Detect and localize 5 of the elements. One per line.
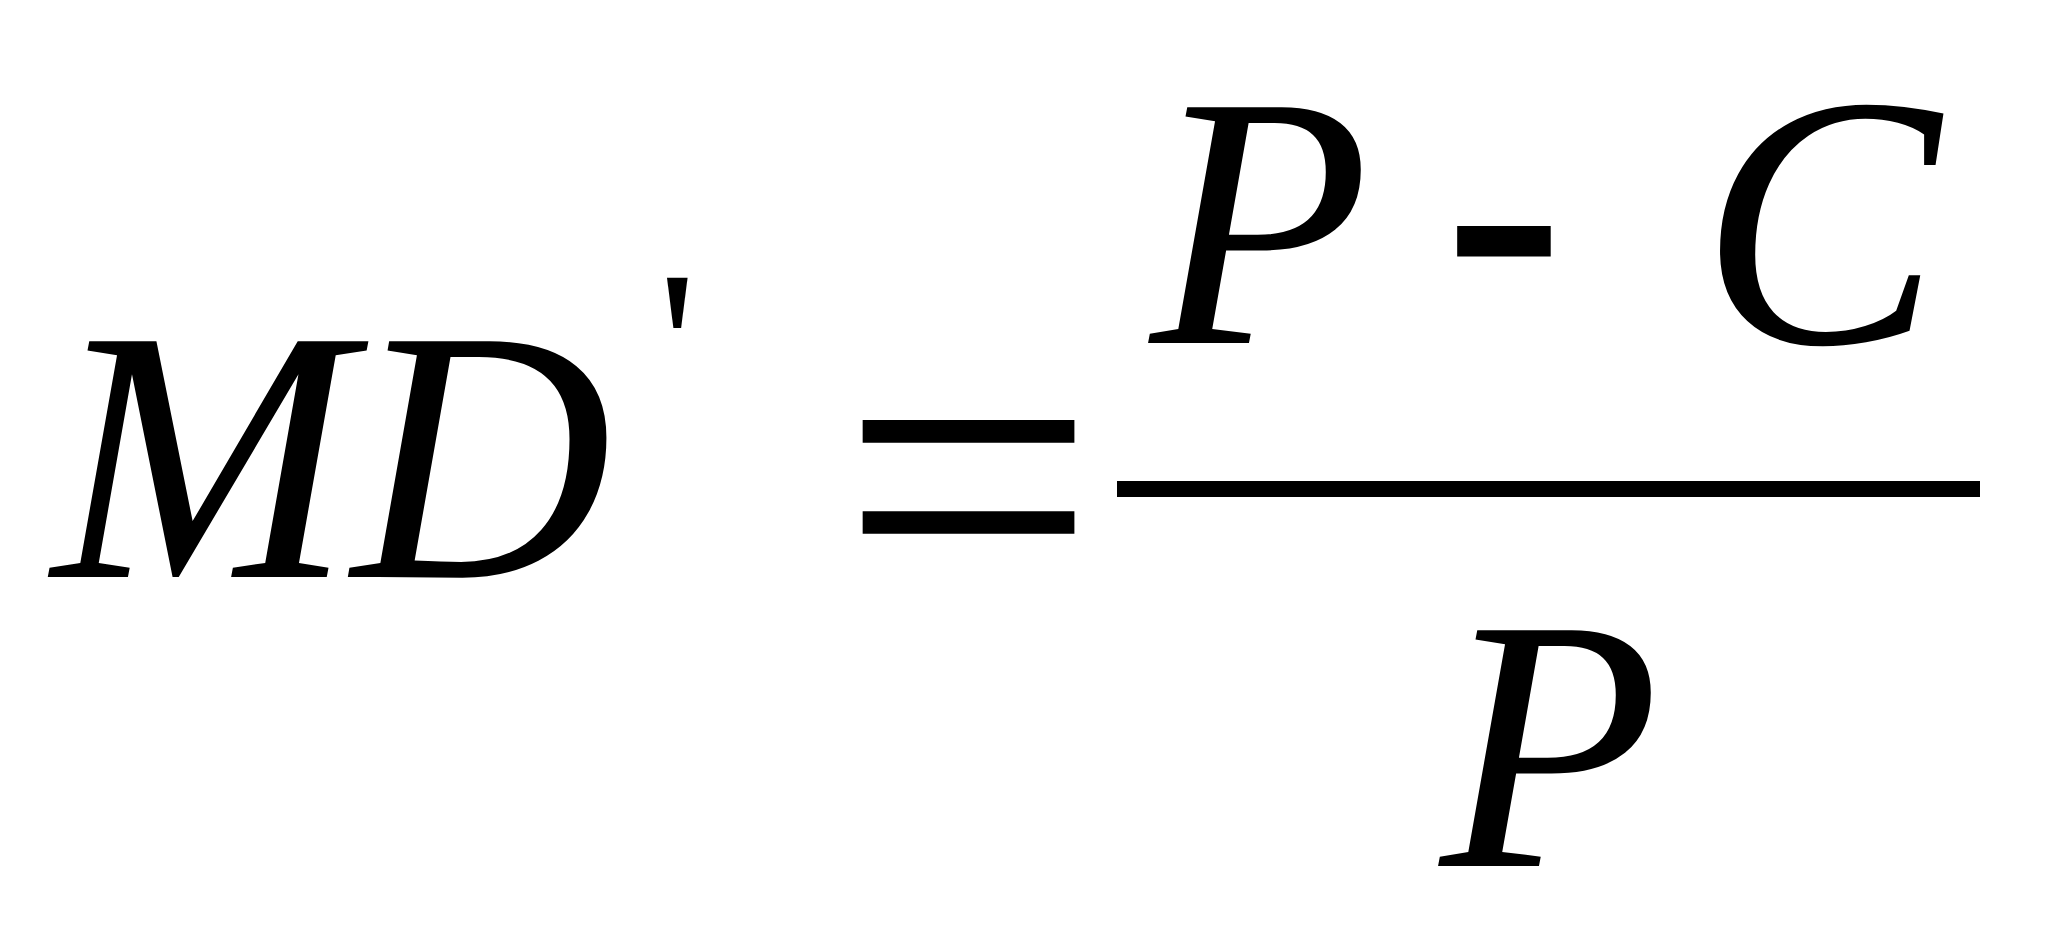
minus-sign: - [1444, 25, 1564, 385]
variable-symbol: P [1150, 42, 1370, 402]
variable-symbol: P [1440, 565, 1660, 925]
prime-mark: ' [658, 239, 697, 453]
equals-sign: = [840, 247, 1097, 702]
